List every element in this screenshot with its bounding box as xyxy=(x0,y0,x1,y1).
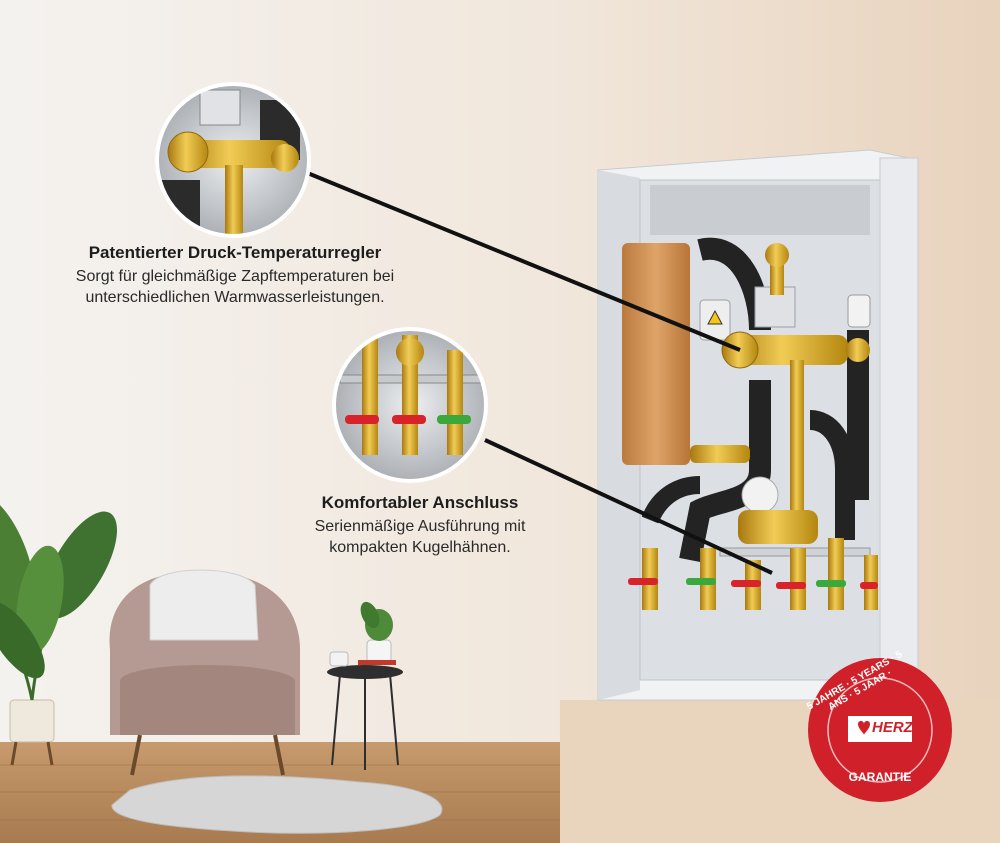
potted-plant xyxy=(0,493,117,766)
leader-line-2 xyxy=(484,438,773,575)
herz-logo-box xyxy=(848,716,912,742)
callout-title: Komfortabler Anschluss xyxy=(321,493,519,512)
callout-description-line: Sorgt für gleichmäßige Zapftemperaturen … xyxy=(75,268,395,285)
heating-station-cabinet xyxy=(597,149,919,701)
leader-line-1 xyxy=(304,170,741,352)
callout-connection: Komfortabler Anschluss Serienmäßige Ausf… xyxy=(270,493,570,558)
floor-rug xyxy=(111,775,443,834)
detail-circle-valves xyxy=(332,327,488,483)
callout-description-line: kompakten Kugelhähnen. xyxy=(329,539,511,556)
armchair xyxy=(109,569,300,776)
side-table xyxy=(327,601,403,770)
callout-description-line: Serienmäßige Ausführung mit xyxy=(314,518,526,535)
detail-circle-regulator xyxy=(155,82,311,238)
warranty-label: GARANTIE xyxy=(848,770,912,784)
warranty-badge xyxy=(808,658,952,802)
callout-regulator: Patentierter Druck-Temperaturregler Sorg… xyxy=(60,243,410,308)
ball-valve-row xyxy=(628,538,878,610)
callout-title: Patentierter Druck-Temperaturregler xyxy=(88,243,382,262)
herz-logo-text: HERZ xyxy=(872,719,913,736)
callout-description-line: unterschiedlichen Warmwasserleistungen. xyxy=(85,289,385,306)
